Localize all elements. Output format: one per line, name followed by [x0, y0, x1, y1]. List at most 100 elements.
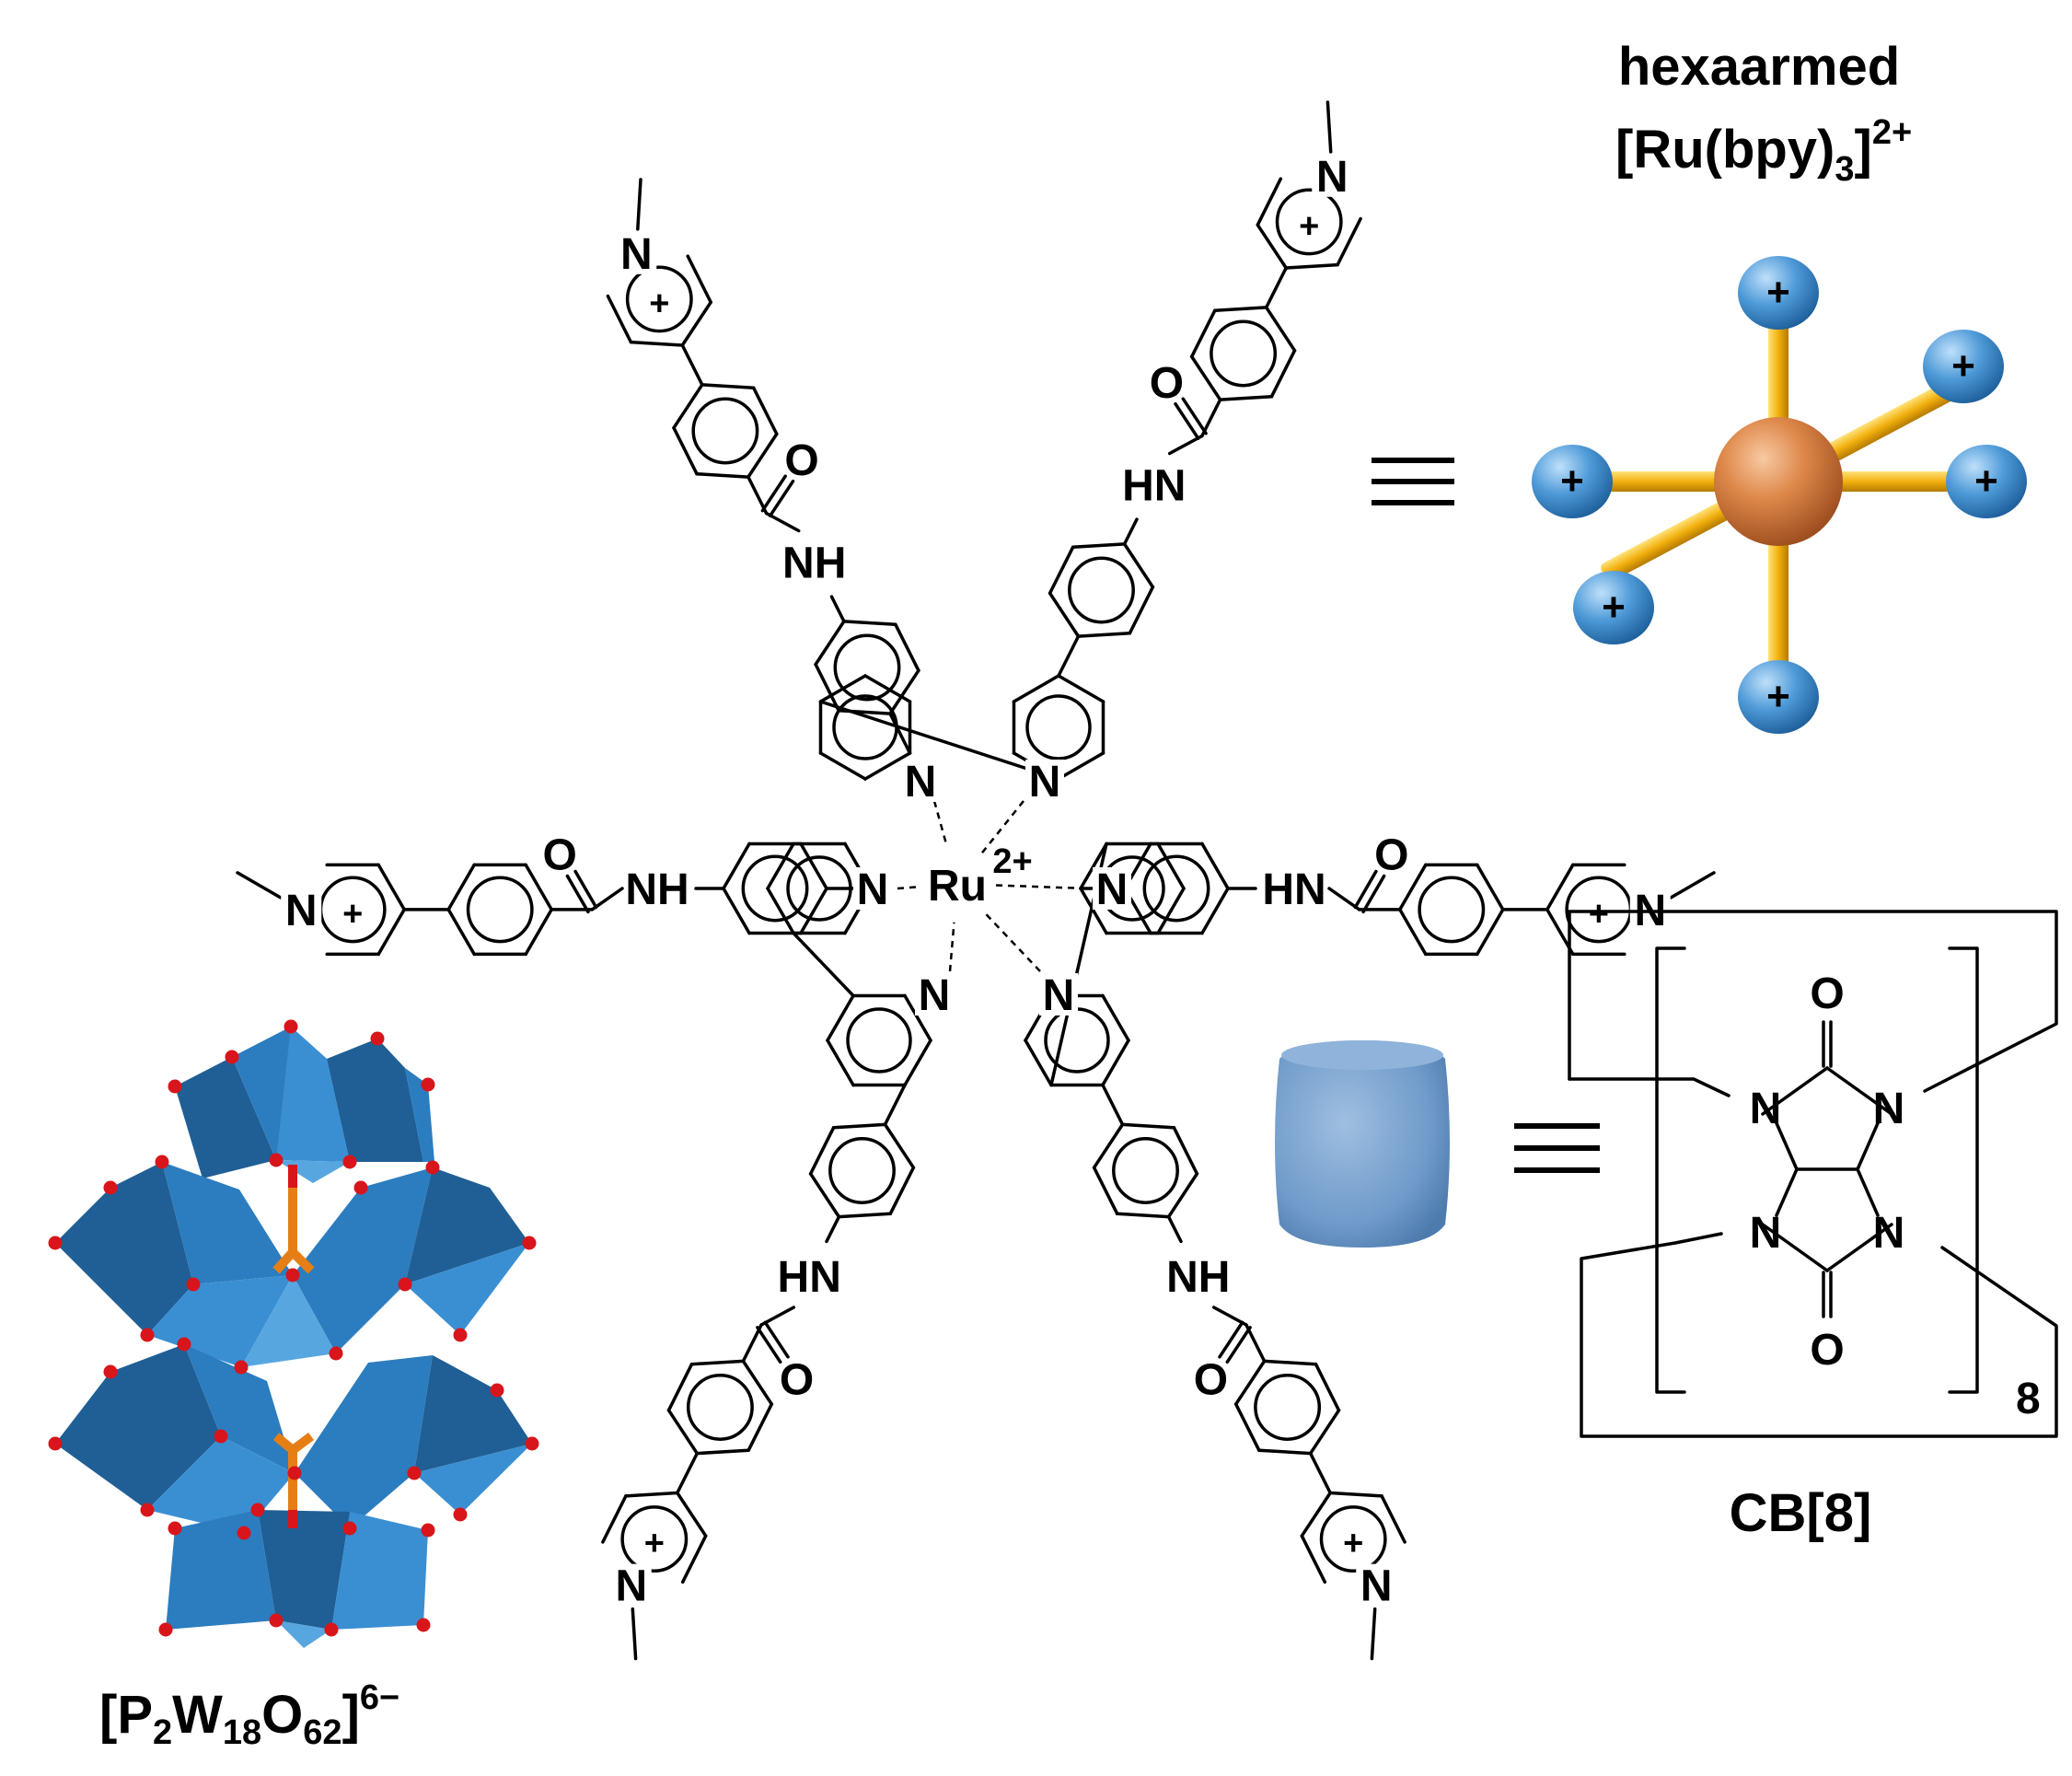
cationic-charge-5: +: [1602, 585, 1626, 630]
arm-left-phenyl-ring: [741, 854, 809, 923]
arm-bottom-left-benzoyl-bond: [666, 1409, 700, 1456]
arm-bottom-left-nh-label: HN: [778, 1253, 841, 1302]
pom-oxygen-atom: [234, 1360, 249, 1375]
arm-right-co: [1361, 874, 1386, 914]
label-backdrop: [1356, 1563, 1397, 1607]
arm-top-left-pyridinium-bond: [680, 300, 712, 347]
arm-top-right-benzoyl-bond: [1213, 306, 1268, 313]
arm-top-left-link: [888, 712, 912, 755]
arm-top-left-nh-label: NH: [782, 540, 846, 588]
arm-bottom-left-n-methyl: [631, 1607, 638, 1661]
arm-bottom-left-co: [756, 1326, 782, 1364]
arm-top-left-phenyl-bond: [842, 620, 897, 626]
arm-left-pyridinium-n-label: N: [285, 887, 318, 935]
pom-oxygen-atom: [453, 1507, 468, 1522]
label-backdrop: [616, 231, 657, 274]
arm-bottom-left-pyridinium-bond: [676, 1491, 708, 1538]
right-upper-pyridine-bond: [1079, 842, 1108, 890]
cb8-n4: N: [1873, 1209, 1905, 1258]
pom-oxygen-atom: [214, 1429, 228, 1444]
arm-top-right-plus-label: +: [1299, 207, 1319, 246]
cationic-charge-6: +: [1766, 674, 1790, 719]
arm-top-right-pyridinium-ring: [1275, 188, 1343, 256]
formula-close-bracket: ]: [1855, 120, 1872, 180]
pom-oxygen-atom: [48, 1436, 63, 1451]
ru-sphere: [1714, 417, 1843, 546]
arm-top-right-phenyl-bond: [1048, 591, 1081, 638]
pom-oxygen-atom: [269, 1613, 284, 1628]
arm-left-benzoyl-bond: [446, 908, 476, 957]
arm-bottom-right-pyridinium-bond: [1328, 1491, 1383, 1498]
arm-bottom-left-c-ph: [741, 1323, 763, 1364]
arm-bottom-left-pyridinium-ring: [620, 1505, 689, 1573]
cb8-repeat-count: 8: [2016, 1375, 2041, 1423]
arm-top-left-co: [768, 479, 795, 517]
pom-oxygen-atom: [285, 1268, 300, 1283]
pom-oxygen-atom: [168, 1079, 182, 1094]
arm-top-left-co: [760, 474, 787, 513]
arm-bottom-right-phenyl-bond: [1092, 1122, 1125, 1169]
arm-top-right-ph-nh: [1122, 517, 1139, 546]
arm-top-right-benzoyl-bond: [1264, 306, 1297, 353]
arm-bottom-left-link: [883, 1083, 907, 1127]
arm-bottom-right-benzoyl-bond: [1314, 1362, 1341, 1412]
arm-left-benzoyl-bond: [446, 863, 476, 911]
arm-bottom-left-benzoyl-bond: [741, 1359, 774, 1406]
arm-top-right-phenyl-bond: [1128, 585, 1155, 635]
arm-top-right-benzoyl-bond: [1218, 394, 1274, 401]
arm-top-left-benzoyl-bond: [700, 383, 756, 390]
arm-bottom-right-benzoyl-bond: [1233, 1359, 1267, 1406]
arm-top-right-phenyl-bond: [1076, 631, 1132, 638]
arm-bottom-right-pyridinium-n-label: N: [1360, 1562, 1393, 1611]
cb8-cartoon: [1275, 1040, 1450, 1248]
right-upper-pyridine-bond: [1079, 887, 1108, 935]
formula-charge: 2+: [1872, 113, 1912, 152]
arm-top-left-benzoyl-bond: [747, 432, 779, 479]
label-backdrop: [281, 888, 322, 931]
cb8-n2: N: [1873, 1085, 1905, 1133]
arm-top-right-c-ph: [1200, 398, 1222, 438]
formula-sub-3: 3: [1835, 150, 1854, 189]
right-upper-pyridine-bond: [1156, 887, 1186, 935]
arm-bottom-left-pyridinium-n-label: N: [615, 1562, 647, 1611]
arm-top-right-pyridinium-bond: [1256, 177, 1283, 227]
cationic-charge-3: +: [1560, 459, 1584, 504]
arm-top-right-benzoyl-ring: [1210, 319, 1278, 388]
arm-right-o-label: O: [1374, 830, 1408, 879]
arm-top-left-benzoyl-bond: [672, 383, 704, 430]
cationic-end-group-5: [1573, 571, 1654, 644]
hexaarmed-ru-cartoon: ++++++: [1532, 256, 2027, 734]
arm-bottom-right-phenyl-bond: [1115, 1212, 1171, 1219]
arm-bottom-right-n-methyl: [1370, 1607, 1377, 1661]
arm-left-pyridinium-bond: [376, 908, 406, 957]
arm-left-plus-label: +: [342, 895, 363, 934]
left-upper-pyridine-bond: [766, 887, 795, 935]
left-lower-pyridine-bond: [903, 993, 932, 1042]
cb8-frame-left-link: [1568, 1077, 1731, 1097]
arm-right-plus-label: +: [1589, 895, 1609, 934]
arm-top-right-pyridinium-bond: [1256, 223, 1288, 270]
arm-bottom-left-phenyl-ring: [828, 1137, 896, 1204]
bpy-n-label-3: N: [857, 865, 889, 914]
arm-top-right-pyridinium-bond: [1284, 262, 1339, 270]
arm-top-left-biaryl: [680, 343, 704, 387]
arm-bottom-left-pyridinium-bond: [680, 1534, 708, 1584]
top-bpy-link: [818, 700, 1060, 781]
arm-bottom-right-o-label: O: [1194, 1356, 1228, 1405]
arm-top-right-benzoyl-bond: [1189, 354, 1222, 401]
arm-bottom-left-benzoyl-ring: [686, 1374, 754, 1441]
pom-oxygen-atom: [421, 1077, 435, 1092]
pom-oxygen-atom: [140, 1503, 155, 1517]
arm-bottom-left-phenyl-bond: [888, 1166, 916, 1216]
arm-bottom-right-pyridinium-bond: [1380, 1494, 1406, 1544]
arm-bottom-right-pyridinium-bond: [1300, 1534, 1327, 1584]
arm-left-phenyl-bond: [722, 842, 751, 890]
polyoxometalate-cluster: [48, 1019, 539, 1648]
arm-top-right-co: [1174, 401, 1200, 440]
cb8-n1: N: [1750, 1085, 1782, 1133]
label-backdrop: [1039, 973, 1078, 1016]
bpy-n-label-1: N: [905, 758, 937, 807]
pom-oxygen-atom: [48, 1236, 63, 1250]
